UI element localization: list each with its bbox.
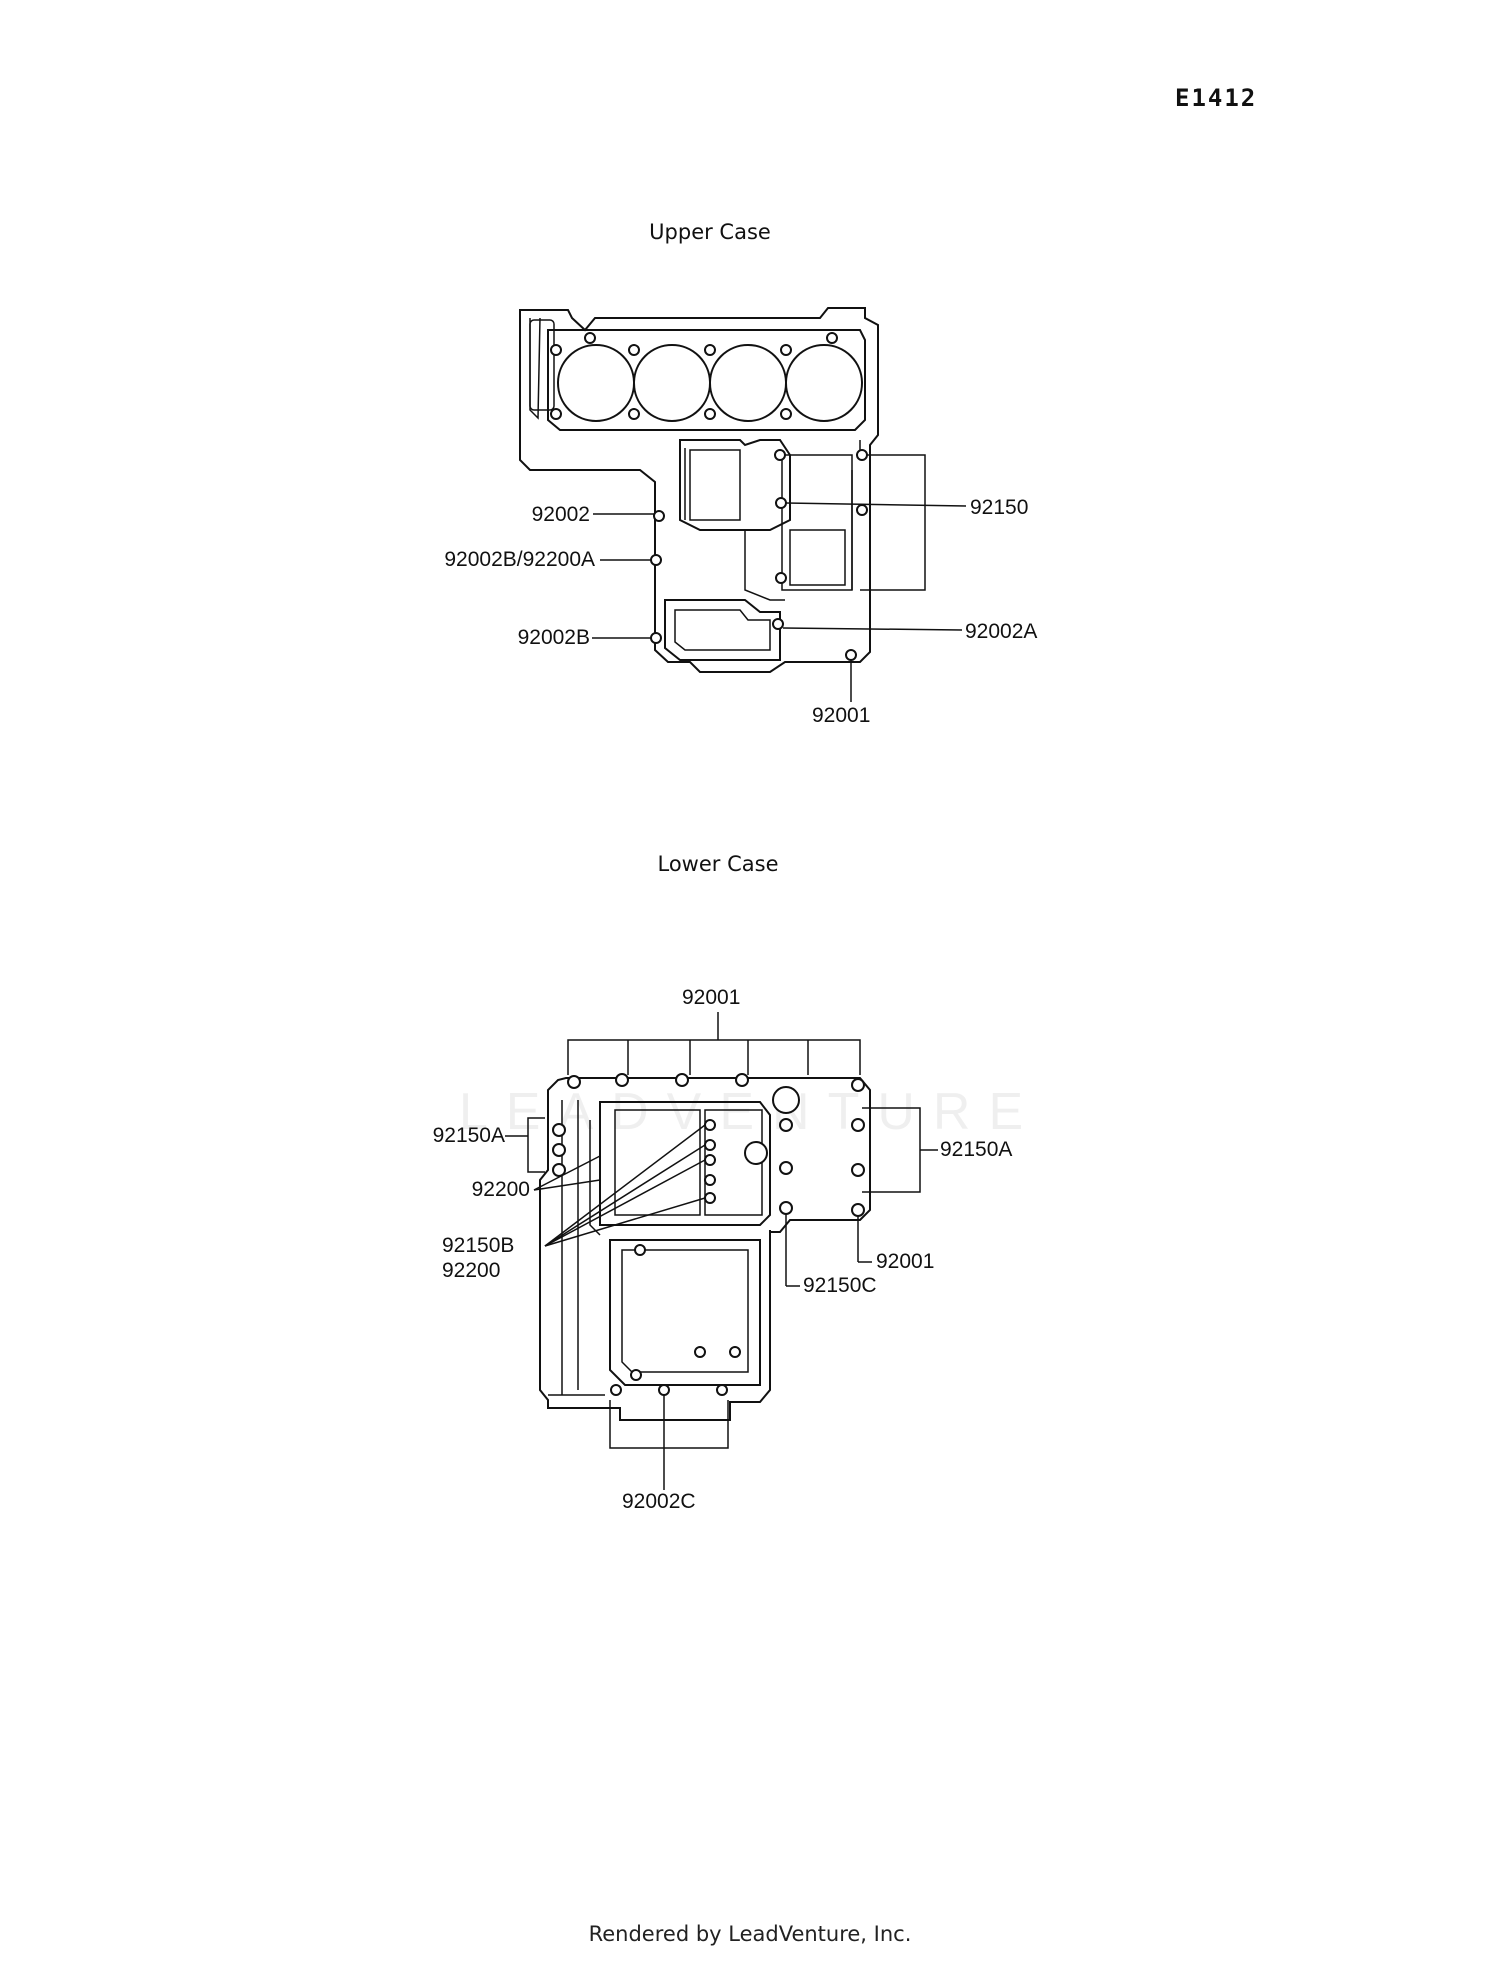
lower-callout-92001-right: 92001 — [876, 1250, 935, 1273]
diagram-code: E1412 — [1175, 84, 1258, 112]
lower-callout-92150a-right: 92150A — [940, 1138, 1013, 1161]
lower-callout-92200-b: 92200 — [442, 1259, 501, 1282]
lower-callout-92150c: 92150C — [803, 1274, 877, 1297]
footer-credit: Rendered by LeadVenture, Inc. — [588, 1922, 912, 1946]
upper-case-title: Upper Case — [649, 220, 771, 244]
upper-callout-92002b: 92002B — [517, 626, 590, 649]
lower-callout-92200: 92200 — [471, 1178, 530, 1201]
upper-callout-92002a: 92002A — [965, 620, 1038, 643]
lower-callout-92002c: 92002C — [622, 1490, 696, 1513]
upper-case-drawing — [519, 307, 967, 702]
upper-callout-92002: 92002 — [531, 503, 590, 526]
lower-case-title: Lower Case — [657, 852, 779, 876]
upper-callout-92150: 92150 — [970, 496, 1029, 519]
upper-callout-92002b-92200a: 92002B/92200A — [444, 548, 595, 571]
lower-callout-92150b: 92150B — [442, 1234, 515, 1257]
lower-case-drawing — [505, 1012, 938, 1490]
lower-callout-92001-top: 92001 — [682, 986, 741, 1009]
upper-callout-92001: 92001 — [812, 704, 871, 727]
lower-callout-92150a-left: 92150A — [432, 1124, 505, 1147]
